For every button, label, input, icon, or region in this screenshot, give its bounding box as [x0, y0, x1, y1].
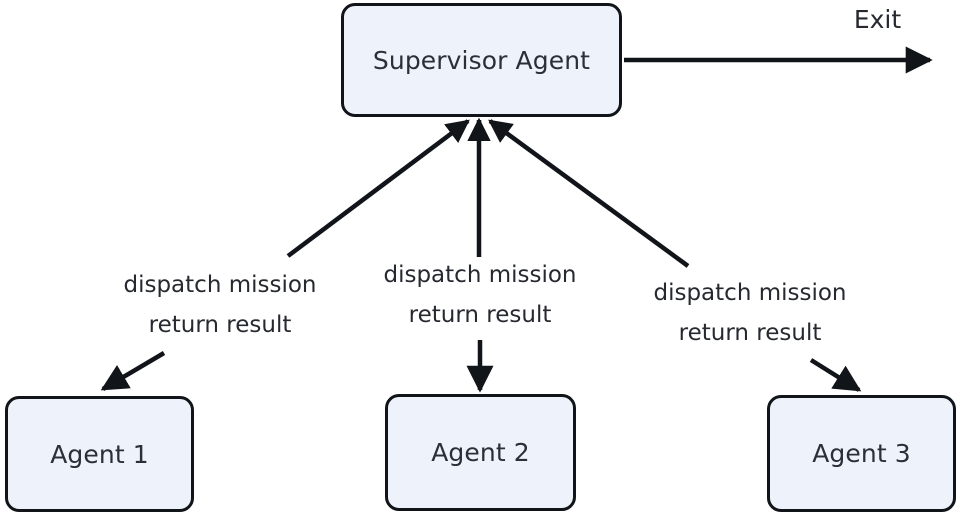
edge-label-agent-2-line-2: return result: [408, 302, 552, 328]
edge-label-agent-3: dispatch mission return result: [630, 273, 870, 353]
edge-label-agent-3-line-2: return result: [678, 320, 822, 346]
node-agent-2-label: Agent 2: [431, 438, 530, 467]
edge-agent-3-to-supervisor: [488, 119, 690, 268]
exit-label-text: Exit: [853, 5, 902, 34]
exit-label: Exit: [830, 5, 925, 35]
edge-label-agent-2: dispatch mission return result: [360, 255, 600, 335]
edge-label-agent-1-line-1: dispatch mission: [123, 272, 317, 298]
edge-label-agent-2-line-1: dispatch mission: [383, 262, 577, 288]
edge-label-agent-1-line-2: return result: [148, 312, 292, 338]
node-agent-2[interactable]: Agent 2: [385, 394, 576, 511]
edge-label-agent-1: dispatch mission return result: [100, 265, 340, 345]
node-agent-3[interactable]: Agent 3: [767, 395, 956, 512]
edge-supervisor-to-agent-1: [100, 351, 166, 391]
node-agent-1[interactable]: Agent 1: [5, 396, 194, 512]
node-agent-1-label: Agent 1: [50, 439, 149, 469]
node-agent-3-label: Agent 3: [812, 439, 911, 468]
node-supervisor-agent[interactable]: Supervisor Agent: [341, 3, 622, 117]
edge-supervisor-to-agent-3: [809, 358, 862, 392]
edge-agent-1-to-supervisor: [286, 119, 470, 258]
edge-label-agent-3-line-1: dispatch mission: [653, 280, 847, 306]
node-supervisor-agent-label: Supervisor Agent: [372, 45, 591, 75]
